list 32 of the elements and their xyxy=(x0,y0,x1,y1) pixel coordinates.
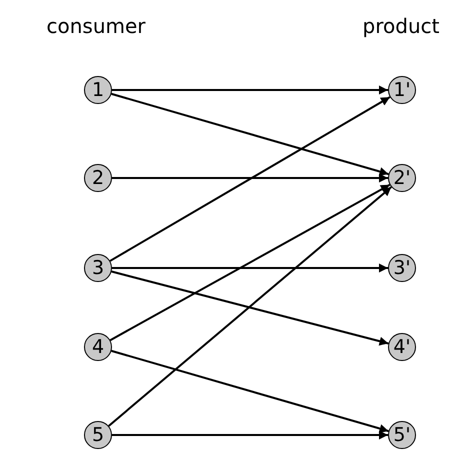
arrow xyxy=(110,96,390,262)
node-number: 4 xyxy=(92,338,104,356)
node-circle xyxy=(388,421,416,449)
node-number: 1' xyxy=(393,80,411,100)
arrow xyxy=(110,184,390,342)
arrow xyxy=(112,174,388,182)
arrow xyxy=(112,264,388,272)
node-number: 1 xyxy=(92,80,104,100)
node-number: 2 xyxy=(92,168,104,188)
node-number: 3' xyxy=(393,258,411,278)
node-number: 2' xyxy=(393,168,411,188)
arrow xyxy=(111,270,389,346)
arrow xyxy=(108,186,392,427)
node-circle xyxy=(84,76,112,104)
node-number: 5 xyxy=(92,426,104,444)
node-circle xyxy=(84,333,112,361)
arrow xyxy=(112,86,388,94)
arrow xyxy=(111,350,389,433)
node-circle xyxy=(84,421,112,449)
node-number: 3 xyxy=(92,258,104,278)
column-heading: consumer xyxy=(46,14,146,38)
node-circle xyxy=(84,164,112,192)
node-circle xyxy=(388,76,416,104)
node-circle xyxy=(388,164,416,192)
node-number: 4' xyxy=(393,338,411,356)
node-number: 5' xyxy=(393,426,411,444)
arrow xyxy=(111,92,389,176)
node-circle xyxy=(84,254,112,282)
column-heading: product xyxy=(362,14,440,38)
node-circle xyxy=(388,333,416,361)
node-circle xyxy=(388,254,416,282)
arrow xyxy=(112,430,388,440)
